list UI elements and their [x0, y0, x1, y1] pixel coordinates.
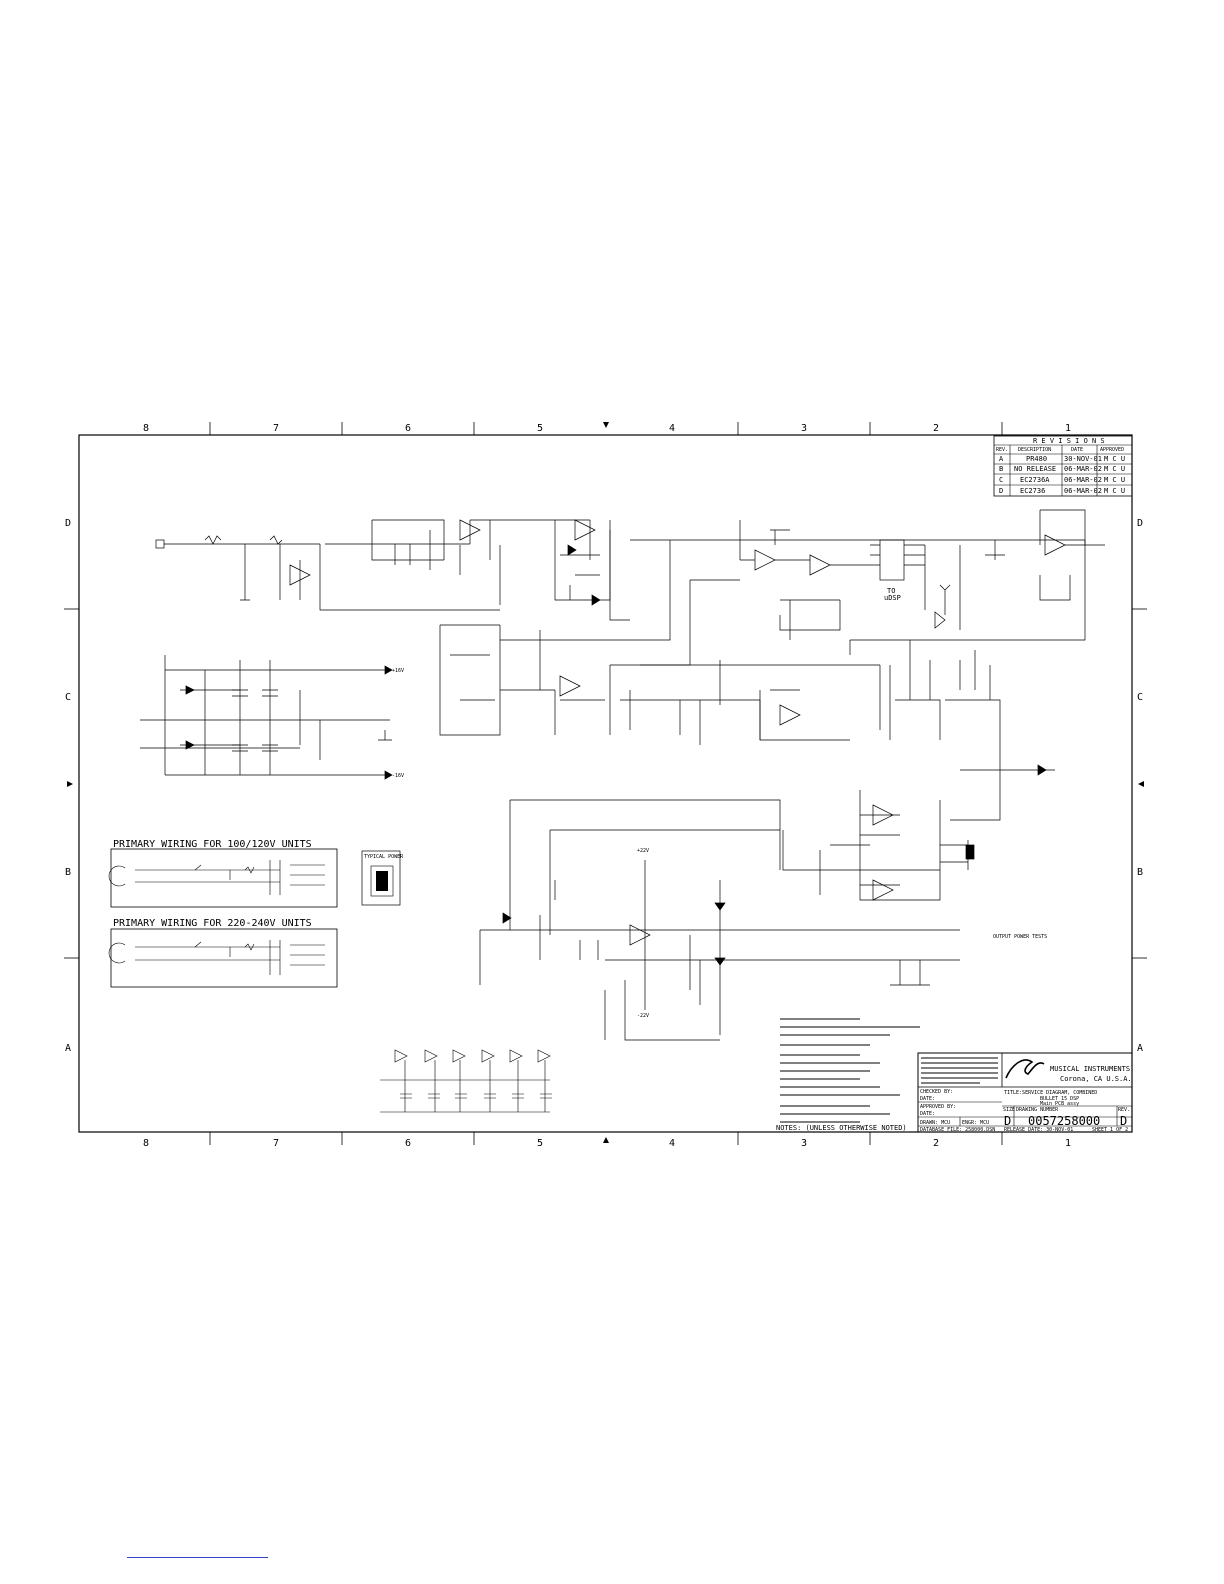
power-supply-circuit: [140, 655, 393, 780]
checked-date: DATE:: [920, 1096, 935, 1102]
zone-bottom-3: 3: [801, 1138, 807, 1149]
company-name: MUSICAL INSTRUMENTS: [1050, 1065, 1130, 1073]
to-udsp-label-2: uDSP: [884, 594, 901, 602]
zone-top-6: 6: [405, 423, 411, 434]
zone-top-7: 7: [273, 423, 279, 434]
bottom-link-underline[interactable]: [127, 1557, 268, 1558]
rev-row-b-rev: B: [999, 465, 1003, 473]
zone-right-B: B: [1137, 867, 1143, 878]
zone-left-C: C: [65, 692, 71, 703]
dsp-circuit: [740, 509, 1105, 655]
rev-row-a-desc: PR480: [1026, 455, 1047, 463]
rev-row-a-approved: M C U: [1104, 455, 1125, 463]
notes-lines: [780, 1018, 920, 1123]
company-location: Corona, CA U.S.A.: [1060, 1075, 1132, 1083]
zone-top-3: 3: [801, 423, 807, 434]
typical-power-label: TYPICAL POWER: [364, 854, 404, 860]
primary-wiring-240v: PRIMARY WIRING FOR 220-240V UNITS: [108, 918, 338, 988]
rev-row-b-desc: NO RELEASE: [1014, 465, 1056, 473]
approved-by: APPROVED BY:: [920, 1104, 956, 1110]
revisions-table: R E V I S I O N S REV. DESCRIPTION DATE …: [993, 435, 1133, 497]
rev-row-b-approved: M C U: [1104, 465, 1125, 473]
rev-header-description: DESCRIPTION: [1018, 447, 1051, 453]
rev-row-b-date: 06-MAR-02: [1064, 465, 1102, 473]
rev-header-date: DATE: [1071, 447, 1083, 453]
rev-row-d-desc: EC2736: [1020, 487, 1045, 495]
rev-row-d-date: 06-MAR-02: [1064, 487, 1102, 495]
release-date: RELEASE DATE: 30-NOV-01: [1004, 1127, 1073, 1133]
size-label: SIZE: [1003, 1107, 1015, 1113]
zone-right-A: A: [1137, 1043, 1143, 1054]
zone-bottom-4: 4: [669, 1138, 675, 1149]
drawing-title-2: BULLET 15 DSP: [1040, 1096, 1079, 1102]
notes-label: NOTES: (UNLESS OTHERWISE NOTED): [776, 1124, 907, 1132]
rev-header-approved: APPROVED: [1100, 447, 1124, 453]
primary-240-title: PRIMARY WIRING FOR 220-240V UNITS: [113, 918, 312, 929]
output-power-label: OUTPUT POWER TESTS: [993, 934, 1047, 940]
bypass-capacitors: [380, 1049, 552, 1113]
zone-labels-top: 8 7 6 5 4 3 2 1: [143, 422, 1071, 435]
rev-row-c-rev: C: [999, 476, 1003, 484]
zone-bottom-8: 8: [143, 1138, 149, 1149]
rev-row-a-date: 30-NOV-01: [1064, 455, 1102, 463]
rail-plus22: +22V: [637, 848, 649, 854]
rev-label: REV.: [1118, 1107, 1130, 1113]
zone-top-5: 5: [537, 423, 543, 434]
engineer: ENGR: MCU: [962, 1120, 989, 1126]
zone-bottom-5: 5: [537, 1138, 543, 1149]
zone-right-C: C: [1137, 692, 1143, 703]
rev-row-d-rev: D: [999, 487, 1003, 495]
zone-bottom-7: 7: [273, 1138, 279, 1149]
drawn-by: DRAWN: MCU: [920, 1120, 950, 1126]
rail-minus22: -22V: [637, 1013, 649, 1019]
rev-value: D: [1120, 1114, 1127, 1128]
rev-row-c-desc: EC2736A: [1020, 476, 1050, 484]
zone-left-B: B: [65, 867, 71, 878]
revisions-title: R E V I S I O N S: [1033, 437, 1105, 445]
drawing-title-3: Main PCB assy: [1040, 1101, 1079, 1107]
zone-left-D: D: [65, 518, 71, 529]
zone-right-D: D: [1137, 518, 1143, 529]
zone-top-1: 1: [1065, 423, 1071, 434]
approved-date: DATE:: [920, 1111, 935, 1117]
zone-bottom-6: 6: [405, 1138, 411, 1149]
title-block: MUSICAL INSTRUMENTS Corona, CA U.S.A. TI…: [917, 1052, 1133, 1133]
mid-circuit: [439, 624, 1055, 821]
preamp-circuit: [155, 519, 741, 666]
primary-wiring-120v: PRIMARY WIRING FOR 100/120V UNITS: [108, 839, 338, 908]
zone-top-8: 8: [143, 423, 149, 434]
primary-120-title: PRIMARY WIRING FOR 100/120V UNITS: [113, 839, 312, 850]
size-value: D: [1004, 1114, 1011, 1128]
rev-row-d-approved: M C U: [1104, 487, 1125, 495]
checked-by: CHECKED BY:: [920, 1089, 953, 1095]
headphone-circuit: [782, 790, 975, 901]
rail-minus16: -16V: [392, 773, 404, 779]
zone-top-4: 4: [669, 423, 675, 434]
drawing-title-1: TITLE:SERVICE DIAGRAM, COMBINED: [1004, 1090, 1097, 1096]
sheet-border: [78, 434, 1133, 1133]
zone-labels-bottom: 8 7 6 5 4 3 2 1: [143, 1132, 1071, 1149]
fender-logo: [1005, 1059, 1045, 1079]
zone-bottom-1: 1: [1065, 1138, 1071, 1149]
rail-plus16: +16V: [392, 668, 404, 674]
to-udsp-label-1: TO: [887, 587, 895, 595]
power-amp-circuit: [479, 799, 960, 1041]
drawing-number: 0057258000: [1028, 1114, 1100, 1128]
zone-bottom-2: 2: [933, 1138, 939, 1149]
zone-top-2: 2: [933, 423, 939, 434]
rev-row-c-date: 06-MAR-02: [1064, 476, 1102, 484]
rev-row-c-approved: M C U: [1104, 476, 1125, 484]
zone-left-A: A: [65, 1043, 71, 1054]
sheet-number: SHEET 1 OF 2: [1092, 1127, 1128, 1133]
rev-row-a-rev: A: [999, 455, 1004, 463]
drawing-number-label: DRAWING NUMBER: [1016, 1107, 1059, 1113]
zone-labels-side: D C B A D C B A: [64, 518, 1147, 1054]
typical-power-box: TYPICAL POWER: [361, 850, 404, 906]
database-file: DATABASE FILE: 258000.DSN: [920, 1127, 995, 1133]
rev-header-rev: REV.: [996, 447, 1008, 453]
